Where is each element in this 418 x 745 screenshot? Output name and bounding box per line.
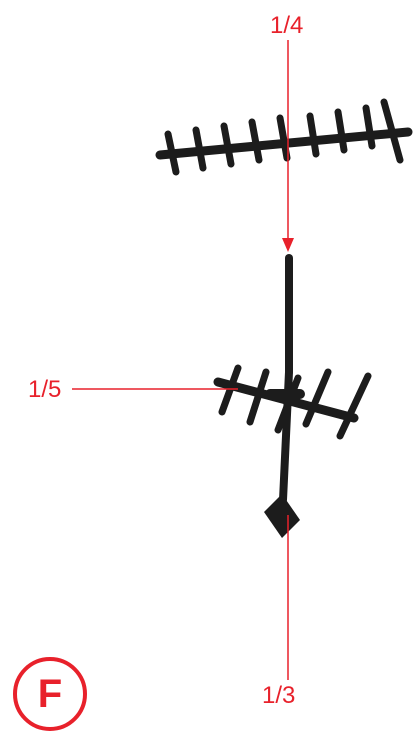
yagi-antenna-icon: [155, 98, 413, 176]
callout-label-bottom: 1/3: [262, 682, 296, 709]
tv-antenna-on-mast-icon: [213, 254, 372, 538]
badge-circle-icon: [13, 657, 87, 731]
arrowhead-icon: [282, 238, 294, 252]
callout-label-left: 1/5: [28, 376, 62, 403]
badge-letter: F: [37, 672, 63, 716]
callout-label-top: 1/4: [270, 12, 304, 39]
